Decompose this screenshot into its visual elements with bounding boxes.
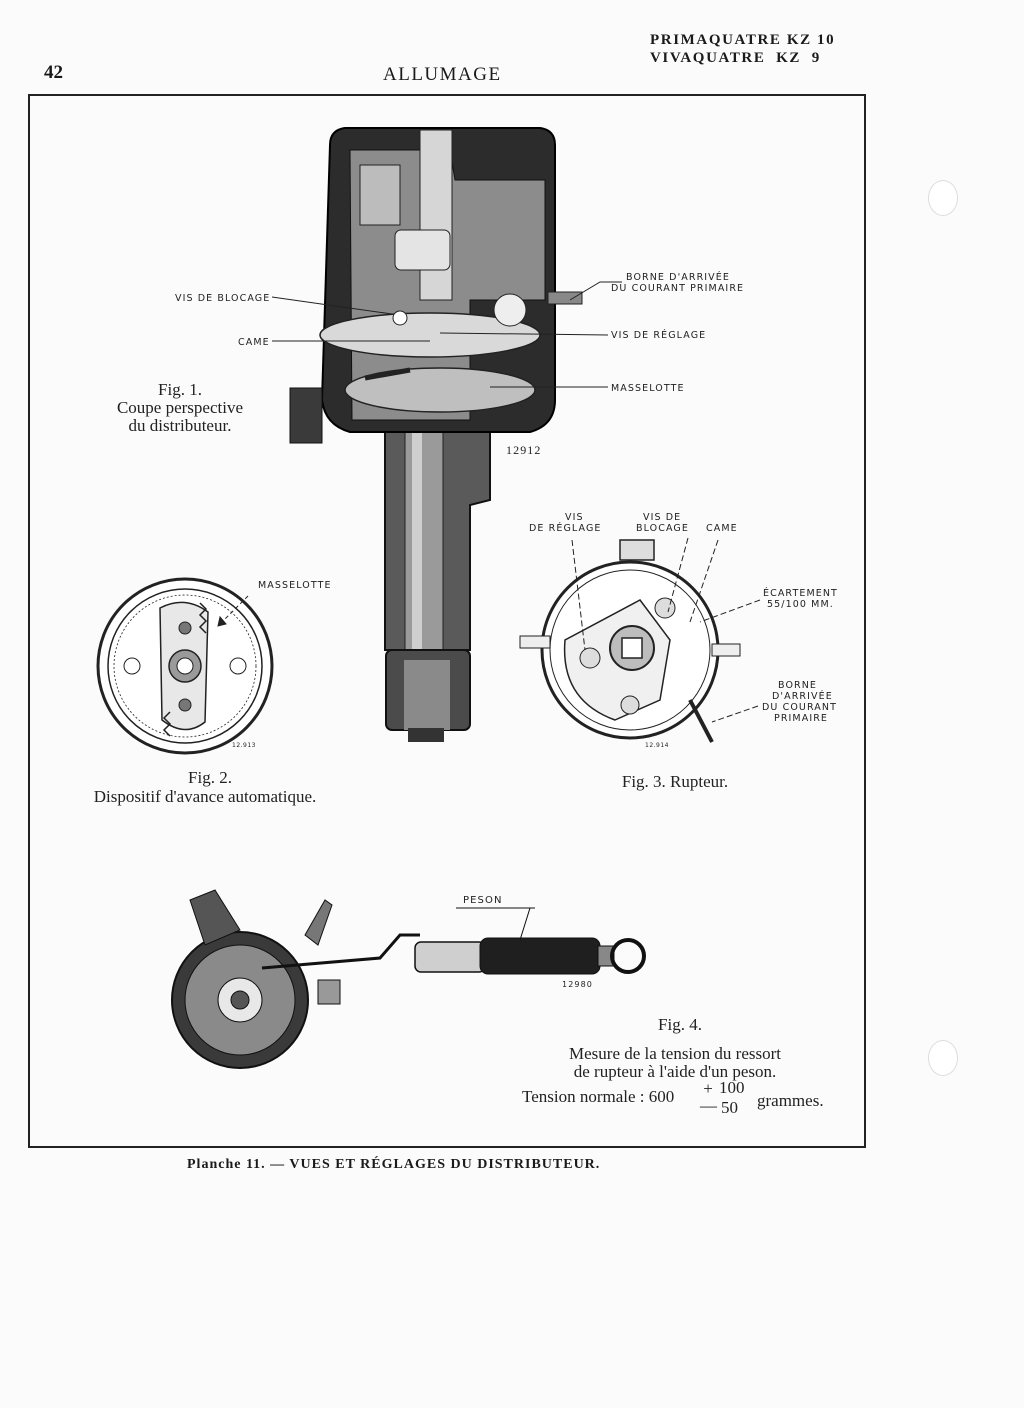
fig3-label-vis-line-1: VIS [565,512,584,523]
page-number: 42 [44,62,63,83]
model-line-2: VIVAQUATRE KZ 9 [650,50,821,66]
fig2-caption-line-1: Fig. 2. [188,768,232,787]
label-masselotte: MASSELOTTE [611,383,685,394]
fig4-tension-upper: 100 [719,1078,745,1097]
fig3-label-borne-line-1: BORNE [778,680,818,691]
fig3-label-ecartement-line-2: 55/100 MM. [767,599,834,610]
breaker-illustration [519,537,761,743]
fig1-caption-line-3: du distributeur. [128,416,232,435]
label-came: CAME [238,337,270,348]
fig4-tension-unit: grammes. [757,1091,824,1110]
fig4-tension-plus: + [703,1079,713,1098]
fig3-label-came: CAME [706,523,738,534]
fig2-ref-number: 12.913 [232,742,256,749]
fig1-leader-lines [271,281,622,388]
distributor-cutaway-illustration [289,127,583,742]
fig3-ref-number: 12.914 [645,742,669,749]
fig3-label-vis-line-2: DE RÉGLAGE [529,523,602,534]
fig1-caption-line-2: Coupe perspective [116,398,244,417]
binder-hole-top [928,180,958,216]
fig4-caption-line-3: de rupteur à l'aide d'un peson. [573,1062,777,1081]
fig2-label-masselotte: MASSELOTTE [258,580,332,591]
fig4-label-peson: PESON [463,895,503,906]
fig4-caption-line-2: Mesure de la tension du ressort [569,1044,781,1063]
planche-title: Planche 11. — VUES ET RÉGLAGES DU DISTRI… [187,1157,601,1172]
fig1-ref-number: 12912 [506,443,542,457]
fig4-tension-lower: 50 [721,1098,738,1117]
label-vis-de-reglage: VIS DE RÉGLAGE [611,330,707,341]
label-borne-line-2: DU COURANT PRIMAIRE [611,283,745,294]
spring-scale-illustration [171,889,646,1069]
fig4-caption-line-1: Fig. 4. [658,1015,702,1034]
fig3-label-blocage-line-2: BLOCAGE [636,523,689,534]
fig4-tension-prefix: Tension normale : 600 [522,1087,675,1106]
binder-hole-bottom [928,1040,958,1076]
fig1-caption-line-1: Fig. 1. [158,380,202,399]
section-title: ALLUMAGE [383,64,502,85]
fig4-tension-minus: — [700,1096,717,1115]
fig3-label-borne-line-4: PRIMAIRE [774,713,829,724]
label-borne-line-1: BORNE D'ARRIVÉE [626,272,730,283]
fig3-label-blocage-line-1: VIS DE [643,512,682,523]
fig3-label-ecartement-line-1: ÉCARTEMENT [763,588,838,599]
fig4-ref-number: 12980 [562,980,593,989]
plate-frame [28,94,866,1148]
model-line-1: PRIMAQUATRE KZ 10 [650,32,836,48]
label-vis-de-blocage: VIS DE BLOCAGE [175,293,271,304]
fig3-label-borne-line-2: D'ARRIVÉE [772,691,833,702]
fig3-caption: Fig. 3. Rupteur. [621,772,729,791]
fig2-caption-line-2: Dispositif d'avance automatique. [93,787,317,806]
advance-mechanism-illustration [96,577,274,755]
fig3-label-borne-line-3: DU COURANT [762,702,837,713]
